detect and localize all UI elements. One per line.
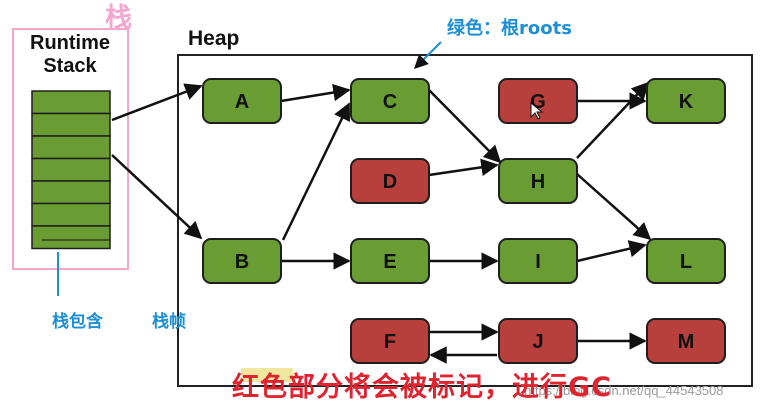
node-g: G [498,78,578,124]
node-box [202,238,282,284]
node-box [202,78,282,124]
heap-objects: A B C D E F G H I J K L M [202,78,726,364]
watermark-url: https://blog.csdn.net/qq_44543508 [524,383,724,398]
node-box [646,238,726,284]
arrow-h-k [576,81,650,159]
arrow-c-h [428,89,502,164]
arrow-h-l [576,173,652,241]
heap-region [177,54,753,387]
node-m: M [646,318,726,364]
cursor-arrow-icon [530,101,544,120]
node-j: J [498,318,578,364]
arrow-d-h [428,158,499,177]
node-l: L [646,238,726,284]
stack-frame [31,135,111,160]
node-label: B [235,251,249,273]
node-label: K [679,91,694,113]
runtime-stack-frames [31,90,111,250]
node-label: C [383,91,397,113]
runtime-stack-title-line2: Stack [43,55,97,77]
node-label: J [532,331,543,353]
stack-chinese-label: 栈 [105,3,132,34]
gc-mark-note: 红色部分将会被标记，进行GC [232,372,612,403]
node-label: I [535,251,541,273]
node-label: A [235,91,249,113]
node-box [498,238,578,284]
stack-frame [31,202,111,227]
arrow-i-l [576,240,647,263]
runtime-stack-title: Runtime Stack [14,32,126,78]
node-h: H [498,158,578,204]
stack-highlight-box [12,28,129,270]
arrow-a-c [280,83,351,103]
stack-frame [31,112,111,137]
node-box [498,318,578,364]
node-k: K [646,78,726,124]
stack-frame [31,90,111,115]
node-box [498,158,578,204]
arrow-b-c [281,102,351,241]
highlight-sticker [241,368,293,382]
node-box [646,318,726,364]
node-label: D [383,171,397,193]
node-box [350,78,430,124]
node-label: F [384,331,396,353]
node-label: E [383,251,396,273]
node-i: I [498,238,578,284]
node-e: E [350,238,430,284]
green-roots-annotation: 绿色：根roots [447,18,572,39]
heap-title: Heap [188,27,240,50]
stack-frame [31,225,111,250]
node-box [350,318,430,364]
stack-contains-annotation: 栈包含 [52,312,103,332]
node-label: H [531,171,545,193]
stack-frame [31,180,111,205]
node-b: B [202,238,282,284]
roots-pointer [414,41,442,69]
runtime-stack-title-line1: Runtime [30,32,110,54]
stack-frame-annotation: 栈帧 [152,312,186,332]
node-c: C [350,78,430,124]
node-label: M [678,331,695,353]
node-box [350,158,430,204]
reference-arrows [111,81,652,364]
node-label: L [680,251,692,273]
node-box [646,78,726,124]
node-d: D [350,158,430,204]
node-box [498,78,578,124]
node-box [350,238,430,284]
arrow-stack-a [111,83,203,122]
node-f: F [350,318,430,364]
stack-frame [31,157,111,182]
node-a: A [202,78,282,124]
arrow-stack-b [111,154,203,240]
